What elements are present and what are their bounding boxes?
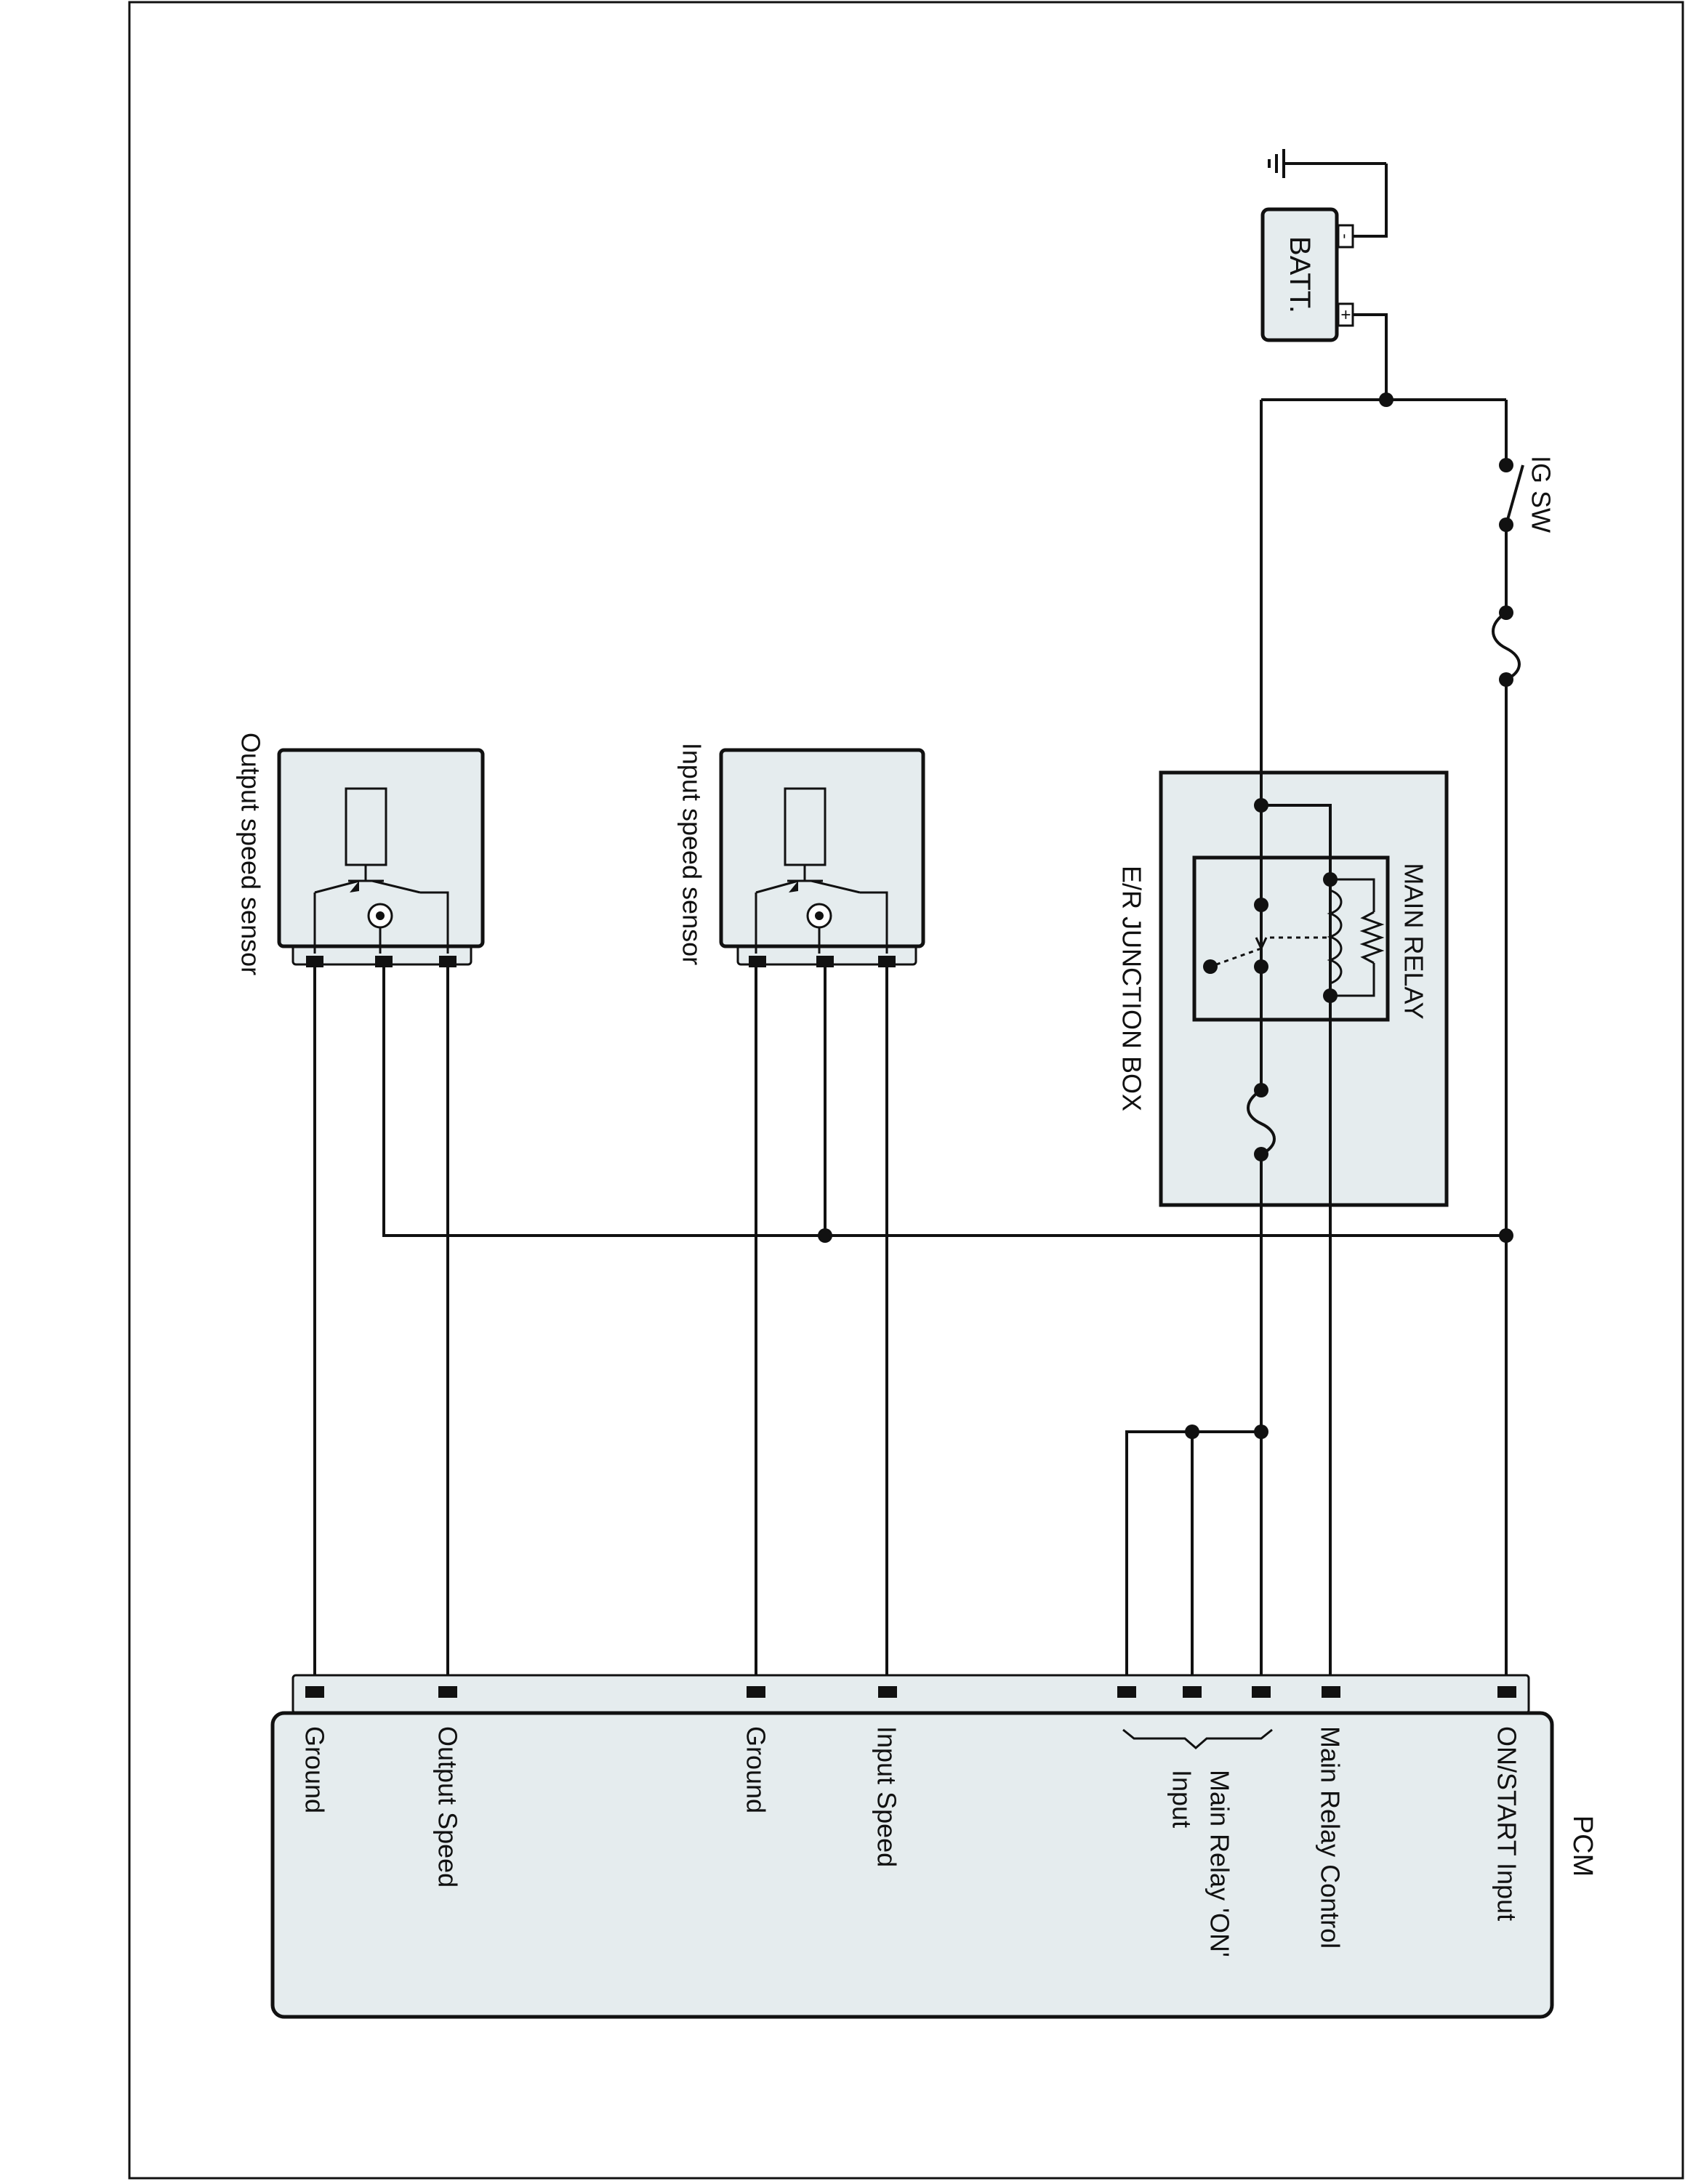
pcm-pin-ground-output: Ground	[300, 1726, 330, 1813]
ig-sw-label: IG SW	[1527, 456, 1556, 533]
relay-coil	[1327, 889, 1343, 985]
wire-sensor-supply	[382, 962, 1506, 1237]
page-frame	[128, 1, 1684, 2180]
pcm-pin-main-relay-on-input: Input	[1167, 1770, 1197, 1828]
main-relay-label: MAIN RELAY	[1399, 863, 1429, 1019]
pcm-pin-main-relay-on: Main Relay 'ON'	[1205, 1770, 1235, 1957]
pcm	[270, 1674, 1554, 2019]
relay-fuse	[1247, 1083, 1276, 1161]
ig-switch[interactable]	[1499, 458, 1524, 532]
pcm-pin-ground-input: Ground	[741, 1726, 771, 1813]
pcm-pin-input-speed: Input Speed	[872, 1726, 902, 1867]
battery: - + BATT.	[1260, 207, 1356, 342]
output-speed-sensor	[277, 748, 485, 967]
pcm-pin-on-start-input: ON/START Input	[1492, 1726, 1522, 1921]
wire-batt-pos	[1353, 313, 1388, 400]
batt-pos-sign: +	[1336, 310, 1356, 320]
batt-neg-sign: -	[1337, 233, 1355, 238]
ground-symbol	[1268, 149, 1386, 178]
wire-batt-neg	[1353, 164, 1388, 238]
pcm-pin-main-relay-control: Main Relay Control	[1316, 1726, 1346, 1949]
input-speed-sensor	[719, 748, 925, 967]
pcm-label: PCM	[1567, 1816, 1598, 1877]
batt-label: BATT.	[1284, 236, 1316, 313]
input-speed-sensor-label: Input speed sensor	[677, 743, 707, 965]
pcm-pin-output-speed: Output Speed	[433, 1726, 463, 1887]
relay-resistor	[1330, 878, 1385, 997]
ig-fuse	[1492, 605, 1521, 687]
output-speed-sensor-label: Output speed sensor	[236, 733, 266, 975]
er-junction-box-label: E/R JUNCTION BOX	[1117, 866, 1147, 1111]
